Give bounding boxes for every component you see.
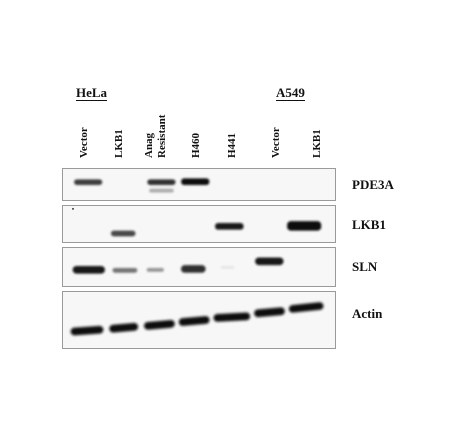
- band-sln-vector-hela: [72, 266, 105, 274]
- blot-panel-lkb1: [62, 205, 336, 243]
- band-pde3a-anag-resistant-lower: [149, 188, 174, 193]
- speck: [72, 207, 74, 210]
- lane-label-lkb1-a549: LKB1: [311, 129, 323, 158]
- blot-image-sln: [72, 257, 284, 274]
- lane-label-vector-hela: Vector: [78, 127, 90, 158]
- row-label-pde3a: PDE3A: [352, 177, 394, 192]
- lane-label-anag: Anag: [143, 132, 155, 158]
- band-actin-5: [213, 312, 251, 322]
- band-sln-anag-resistant: [146, 267, 164, 272]
- band-sln-h441: [220, 266, 235, 269]
- band-actin-7: [288, 302, 324, 313]
- band-actin-2: [109, 322, 139, 333]
- group-label-hela: HeLa: [76, 85, 108, 101]
- band-lkb1-lkb1-hela: [110, 230, 136, 237]
- lane-label-h460: H460: [190, 132, 202, 158]
- band-lkb1-lkb1-a549: [287, 221, 322, 231]
- band-actin-1: [70, 325, 104, 336]
- band-sln-lkb1-hela: [112, 267, 138, 273]
- blot-panel-sln: [62, 247, 336, 287]
- band-actin-6: [254, 307, 285, 318]
- lane-label-h441: H441: [226, 132, 238, 158]
- band-sln-h460: [180, 265, 206, 273]
- group-label-a549: A549: [276, 85, 305, 101]
- lane-label-resistant: Resistant: [156, 114, 168, 158]
- row-label-lkb1: LKB1: [352, 217, 386, 232]
- blot-image-lkb1: [72, 207, 322, 237]
- blot-panel-pde3a: [62, 168, 336, 201]
- blot-image-pde3a: [74, 178, 210, 193]
- band-actin-3: [144, 319, 175, 330]
- band-pde3a-h460: [181, 178, 210, 185]
- lane-label-lkb1-hela: LKB1: [113, 129, 125, 158]
- row-label-sln: SLN: [352, 259, 378, 274]
- band-pde3a-anag-resistant: [147, 179, 176, 185]
- blot-panel-actin: [62, 291, 336, 349]
- lane-label-vector-a549: Vector: [270, 127, 282, 158]
- band-sln-vector-a549: [255, 257, 284, 266]
- band-actin-4: [178, 316, 210, 326]
- band-lkb1-h441: [215, 223, 244, 230]
- row-label-actin: Actin: [352, 306, 383, 321]
- band-pde3a-vector-hela: [74, 179, 103, 185]
- blot-image-actin: [70, 302, 324, 336]
